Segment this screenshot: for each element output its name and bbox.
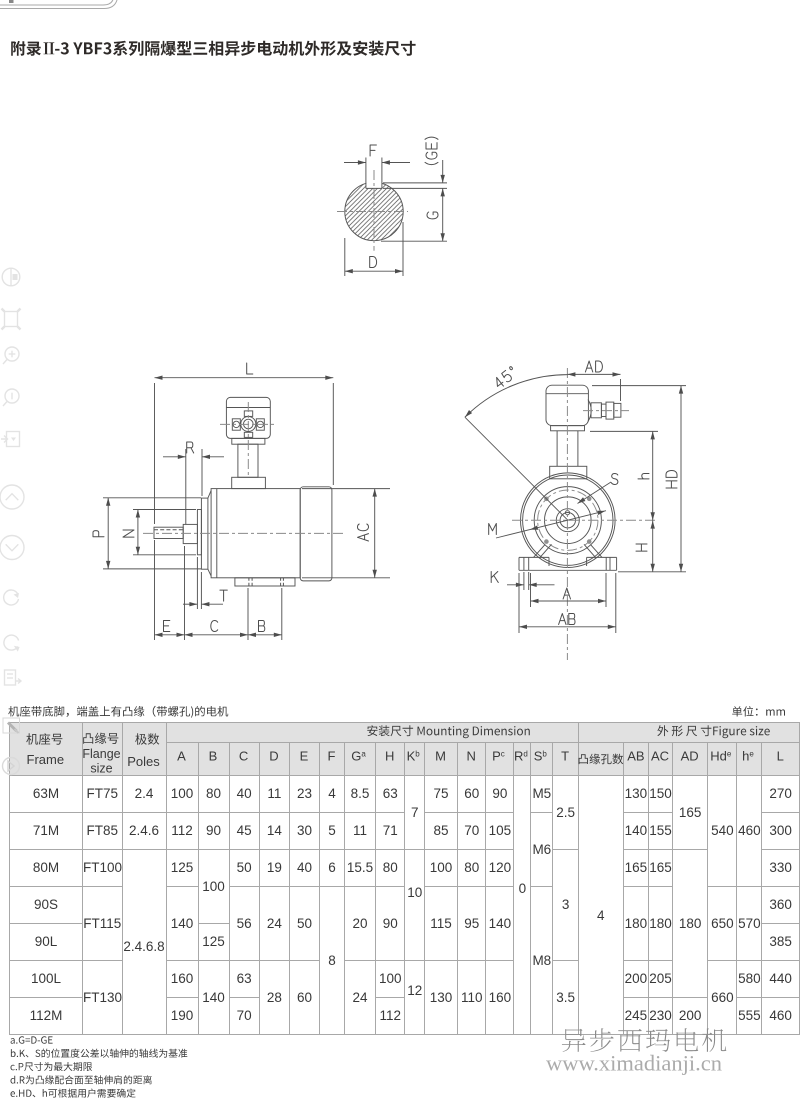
svg-text:AB: AB <box>627 749 644 764</box>
svg-text:Poles: Poles <box>127 754 160 769</box>
svg-text:www.ximadianji.cn: www.ximadianji.cn <box>546 1051 722 1076</box>
svg-text:AD: AD <box>681 749 699 764</box>
svg-text:T: T <box>561 749 569 764</box>
svg-text:size: size <box>90 762 112 776</box>
svg-text:Rd: Rd <box>514 749 528 764</box>
svg-text:C: C <box>239 749 248 764</box>
svg-text:D: D <box>269 749 278 764</box>
svg-text:Frame: Frame <box>27 752 65 767</box>
svg-text:Ga: Ga <box>351 749 366 764</box>
svg-text:M: M <box>435 749 446 764</box>
svg-text:A: A <box>177 749 186 764</box>
svg-text:Hde: Hde <box>710 749 732 764</box>
svg-text:B: B <box>209 749 218 764</box>
svg-text:Sb: Sb <box>534 749 548 764</box>
svg-text:AC: AC <box>651 749 669 764</box>
svg-text:N: N <box>467 749 476 764</box>
svg-text:Kb: Kb <box>407 749 421 764</box>
svg-text:Pc: Pc <box>492 749 505 764</box>
svg-text:E: E <box>300 749 309 764</box>
svg-text:H: H <box>385 749 394 764</box>
svg-text:L: L <box>777 749 784 764</box>
svg-text:F: F <box>328 749 336 764</box>
svg-text:Flange: Flange <box>82 747 120 761</box>
svg-text:he: he <box>742 749 754 764</box>
